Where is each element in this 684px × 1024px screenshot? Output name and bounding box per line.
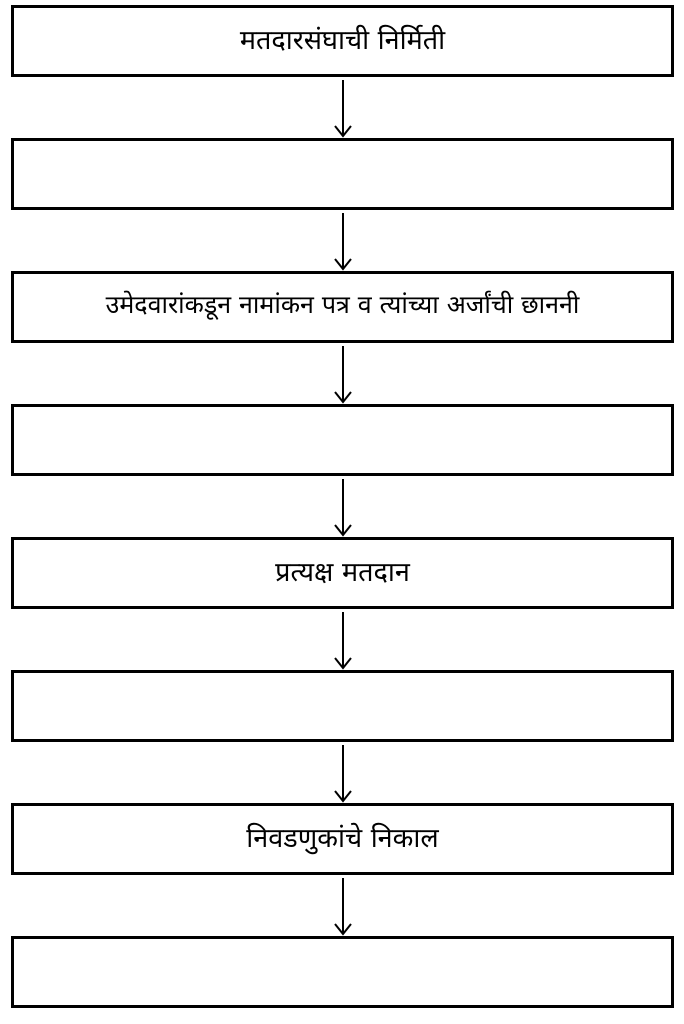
- down-arrow-icon: [334, 479, 352, 537]
- flow-step-7-label: निवडणुकांचे निकाल: [246, 822, 439, 854]
- flow-step-5-label: प्रत्यक्ष मतदान: [275, 556, 410, 588]
- flow-step-3: उमेदवारांकडून नामांकन पत्र व त्यांच्या अ…: [11, 271, 674, 343]
- flow-step-4: [11, 404, 674, 476]
- down-arrow-icon: [334, 878, 352, 936]
- down-arrow-icon: [334, 346, 352, 404]
- down-arrow-icon: [334, 80, 352, 138]
- flow-step-3-label: उमेदवारांकडून नामांकन पत्र व त्यांच्या अ…: [105, 290, 580, 319]
- down-arrow-icon: [334, 745, 352, 803]
- flow-step-5: प्रत्यक्ष मतदान: [11, 537, 674, 609]
- flow-step-8: [11, 936, 674, 1008]
- flow-step-1-label: मतदारसंघाची निर्मिती: [239, 24, 446, 56]
- flow-step-2: [11, 138, 674, 210]
- down-arrow-icon: [334, 213, 352, 271]
- down-arrow-icon: [334, 612, 352, 670]
- flow-step-1: मतदारसंघाची निर्मिती: [11, 5, 674, 77]
- flow-step-7: निवडणुकांचे निकाल: [11, 803, 674, 875]
- flow-step-6: [11, 670, 674, 742]
